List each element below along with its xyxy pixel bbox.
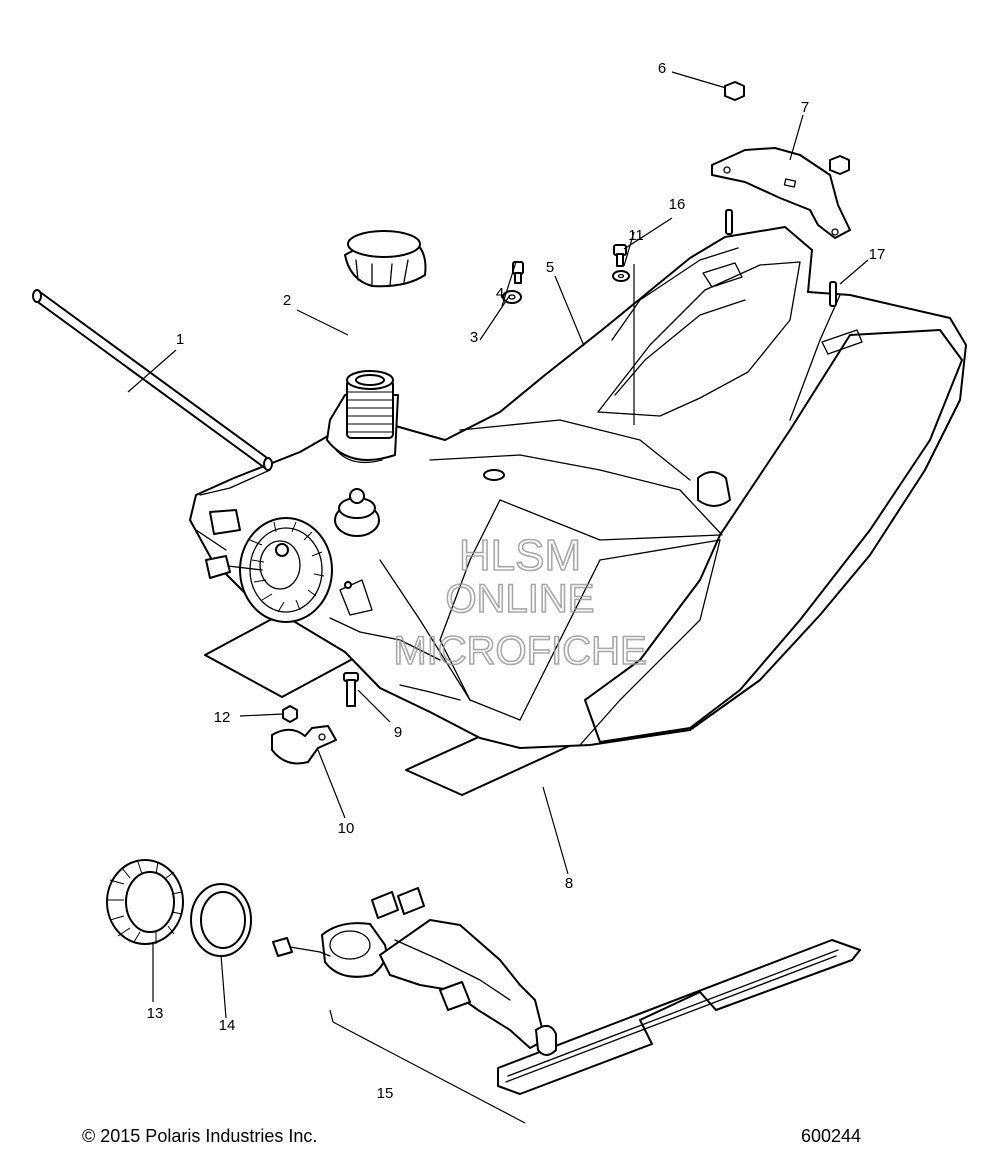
tank-pump-connector: [205, 555, 231, 579]
stud-left: [725, 209, 733, 235]
leader-lines: [127, 71, 869, 1124]
callout-14: 14: [219, 1017, 236, 1034]
fuel-tank: [189, 226, 967, 749]
callout-9: 9: [394, 724, 402, 741]
fuel-pump-pickup-strip: [497, 939, 861, 1095]
callout-17: 17: [869, 246, 886, 263]
callout-6: 6: [658, 60, 666, 77]
callout-3: 3: [470, 329, 478, 346]
fuel-tank-right-side: [584, 329, 963, 743]
diagram-number: 600244: [801, 1126, 862, 1146]
callout-5: 5: [546, 259, 554, 276]
callout-4: 4: [496, 285, 504, 302]
tank-pump-flange: [205, 517, 333, 623]
tank-mount-hole: [483, 469, 505, 481]
callout-15: 15: [377, 1085, 394, 1102]
gasket: [190, 883, 252, 957]
clamp-10: [271, 725, 337, 765]
vent-hose: [32, 289, 273, 471]
lock-ring: [106, 859, 184, 945]
callout-11: 11: [628, 227, 644, 244]
copyright-notice: © 2015 Polaris Industries Inc.: [82, 1126, 318, 1146]
fuel-tank-saddle-channel: [597, 261, 801, 417]
watermark-line-1: HLSM: [459, 531, 581, 580]
callouts: 1 2 3 4 5 6 7 8 9 10 11 12 13 14 15 16 1…: [147, 60, 886, 1102]
washer-11: [612, 270, 630, 282]
tank-bumper: [697, 471, 731, 507]
nut-6: [724, 81, 745, 101]
screw-4: [512, 261, 524, 284]
fuel-pump-assembly: [272, 887, 861, 1095]
mounting-bracket: [711, 147, 851, 239]
nut-12: [282, 705, 298, 723]
filler-neck: [326, 370, 399, 464]
watermark: HLSM ONLINE MICROFICHE: [393, 530, 648, 674]
stud-17: [829, 281, 837, 307]
screw-16: [613, 244, 627, 267]
callout-2: 2: [283, 292, 291, 309]
callout-10: 10: [338, 820, 355, 837]
callout-16: 16: [669, 196, 686, 213]
nut-6b: [829, 155, 850, 175]
callout-13: 13: [147, 1005, 164, 1022]
callout-7: 7: [801, 99, 809, 116]
watermark-line-2: ONLINE: [446, 577, 595, 621]
fuel-cap: [344, 230, 427, 288]
grommet: [502, 290, 522, 304]
callout-1: 1: [176, 331, 184, 348]
callout-8: 8: [565, 875, 573, 892]
bolt-9: [343, 672, 359, 707]
callout-12: 12: [214, 709, 231, 726]
vent-valve: [334, 488, 380, 537]
watermark-line-3: MICROFICHE: [393, 629, 646, 673]
